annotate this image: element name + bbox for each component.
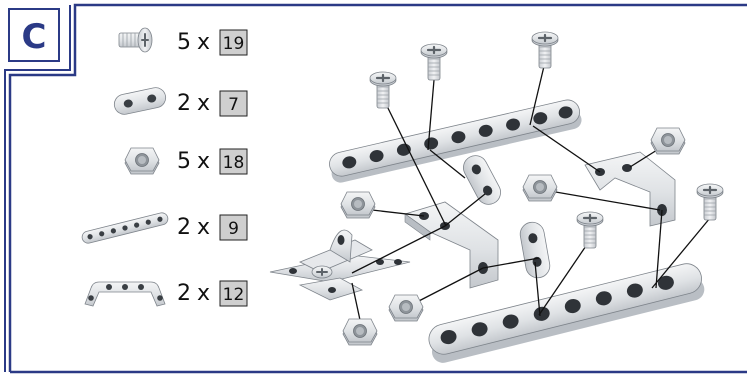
lower-long-strip — [428, 263, 705, 363]
part-number: 18 — [223, 153, 245, 173]
assembly-guide-lines — [351, 61, 711, 321]
hex-nut-icon — [342, 318, 378, 346]
short-plate-upper — [463, 155, 501, 205]
hex-nut-icon — [650, 127, 686, 155]
part-number: 7 — [228, 95, 239, 115]
short-plate-icon — [113, 87, 167, 115]
upper-long-strip — [329, 99, 582, 183]
part-quantity: 2 — [177, 281, 191, 306]
parts-row: 2 x 12 — [84, 280, 248, 307]
screw-icon — [575, 210, 605, 250]
part-multiplier: x — [197, 281, 210, 306]
hex-nut-icon — [388, 294, 424, 322]
part-quantity: 5 — [177, 30, 191, 55]
part-number: 12 — [223, 285, 245, 305]
parts-row: 5 x 18 — [124, 147, 248, 175]
right-bracket — [584, 151, 676, 227]
hex-nut-icon — [340, 191, 376, 219]
parts-row: 2 x 7 — [113, 87, 248, 117]
part-multiplier: x — [197, 91, 210, 116]
exploded-assembly — [269, 30, 725, 363]
screw-icon — [118, 27, 153, 53]
preassembled-cluster — [269, 229, 411, 301]
part-number-box — [219, 148, 248, 175]
screw-icon — [695, 182, 725, 222]
step-label: C — [22, 17, 47, 57]
part-quantity: 2 — [177, 91, 191, 116]
hex-nut-icon — [522, 174, 558, 202]
parts-row: 2 x 9 — [81, 212, 248, 244]
hex-nut-icon — [124, 147, 160, 175]
page-frame — [4, 3, 747, 374]
part-number-box — [219, 280, 248, 307]
part-number-box — [219, 90, 248, 117]
screw-icon — [530, 30, 560, 70]
part-number: 9 — [228, 219, 239, 239]
screw-icon — [368, 70, 398, 110]
parts-row: 5 x 19 — [118, 27, 248, 56]
bent-bracket-icon — [84, 281, 166, 307]
screw-icon — [419, 42, 449, 82]
part-multiplier: x — [197, 30, 210, 55]
long-strip-icon — [81, 212, 169, 244]
part-number-box — [219, 29, 248, 56]
part-multiplier: x — [197, 215, 210, 240]
part-quantity: 5 — [177, 149, 191, 174]
step-badge: C — [8, 8, 60, 62]
part-number: 19 — [223, 34, 245, 54]
part-multiplier: x — [197, 149, 210, 174]
short-plate-lower — [519, 221, 551, 279]
part-number-box — [219, 214, 248, 241]
parts-list: 5 x 19 2 x 7 5 x 18 — [81, 27, 248, 307]
part-quantity: 2 — [177, 215, 191, 240]
